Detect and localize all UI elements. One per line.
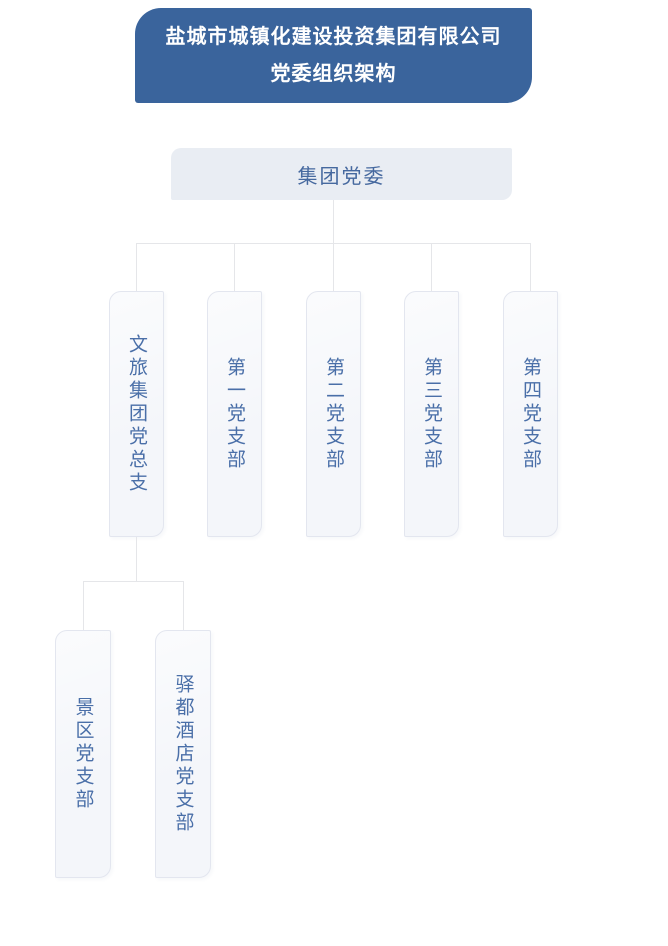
connector-root-stem <box>333 200 334 243</box>
node-culture-tourism-group-general-branch: 文旅集团党总支 <box>109 291 164 537</box>
chart-title-line1: 盐城市城镇化建设投资集团有限公司 <box>165 25 502 48</box>
node-third-party-branch: 第三党支部 <box>404 291 459 537</box>
node-label: 驿都酒店党支部 <box>172 673 194 835</box>
connector-level3-drop-1 <box>83 581 84 630</box>
node-yidu-hotel-party-branch: 驿都酒店党支部 <box>155 630 211 878</box>
node-second-party-branch: 第二党支部 <box>306 291 361 537</box>
connector-level3-crossbar <box>83 581 183 582</box>
node-label: 第四党支部 <box>520 356 541 472</box>
node-fourth-party-branch: 第四党支部 <box>503 291 558 537</box>
connector-level2-drop-1 <box>136 243 137 291</box>
node-group-party-committee: 集团党委 <box>171 148 512 200</box>
connector-level2-drop-2 <box>234 243 235 291</box>
connector-subtree-stem <box>136 537 137 581</box>
chart-title-banner: 盐城市城镇化建设投资集团有限公司 党委组织架构 <box>135 8 532 103</box>
node-label: 景区党支部 <box>72 696 94 812</box>
connector-level2-drop-5 <box>530 243 531 291</box>
node-label: 文旅集团党总支 <box>126 333 147 495</box>
node-scenic-area-party-branch: 景区党支部 <box>55 630 111 878</box>
root-node-label: 集团党委 <box>297 165 386 188</box>
node-first-party-branch: 第一党支部 <box>207 291 262 537</box>
connector-level3-drop-2 <box>183 581 184 630</box>
node-label: 第二党支部 <box>323 356 344 472</box>
chart-title-line2: 党委组织架构 <box>270 62 397 85</box>
connector-level2-drop-3 <box>333 243 334 291</box>
connector-level2-drop-4 <box>431 243 432 291</box>
node-label: 第三党支部 <box>421 356 442 472</box>
node-label: 第一党支部 <box>224 356 245 472</box>
